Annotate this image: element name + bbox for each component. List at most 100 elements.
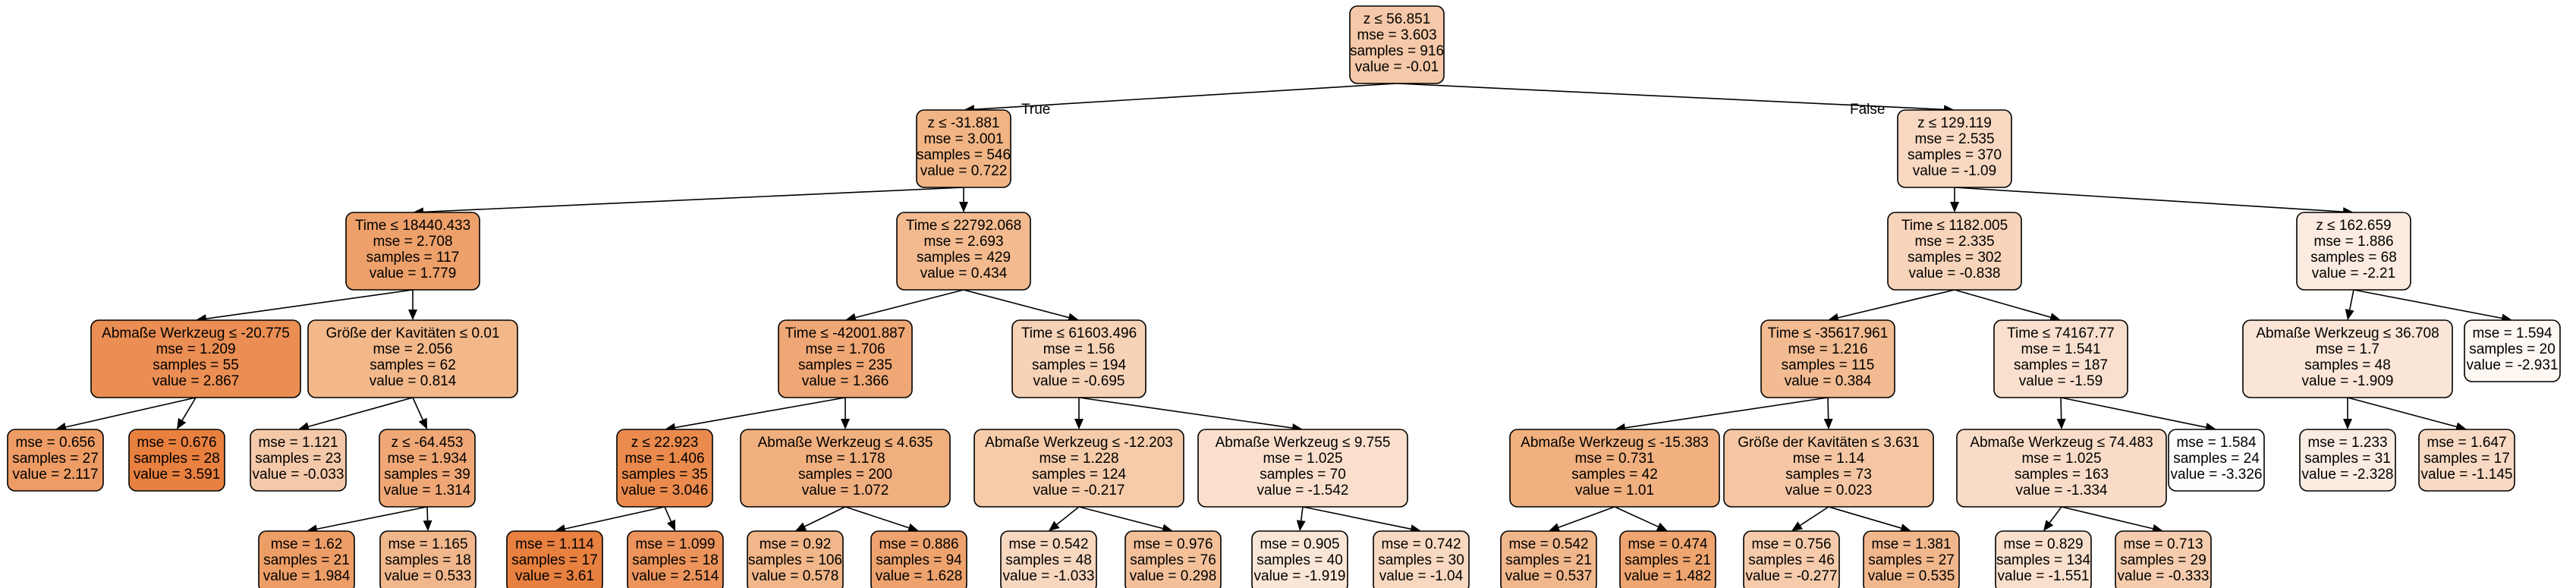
tree-node-text-line: samples = 21 xyxy=(263,552,350,568)
tree-node-text-line: samples = 27 xyxy=(1868,552,1955,568)
tree-edge xyxy=(2043,506,2062,531)
tree-node-text-line: mse = 1.406 xyxy=(624,451,704,467)
tree-node-box xyxy=(379,429,476,508)
tree-node-text-line: mse = 1.647 xyxy=(2427,435,2506,451)
tree-node-box xyxy=(1723,429,1934,508)
tree-edge xyxy=(1078,397,1303,432)
tree-edge xyxy=(1950,187,1959,212)
tree-node-text-line: Time ≤ 22792.068 xyxy=(906,218,1021,234)
tree-node-box xyxy=(345,212,480,291)
tree-edge-arrowhead xyxy=(1549,523,1561,532)
tree-edge-line xyxy=(2060,397,2206,428)
tree-edge-line xyxy=(2353,289,2502,319)
tree-node-text-line: value = -0.217 xyxy=(1033,483,1125,498)
tree-edge-line xyxy=(664,506,672,522)
tree-node-text-line: Abmaße Werkzeug ≤ 74.483 xyxy=(1970,435,2153,451)
tree-node-text-line: value = 2.117 xyxy=(12,467,98,483)
tree-node-text-line: Time ≤ 61603.496 xyxy=(1021,325,1137,341)
tree-node-text-line: value = -0.277 xyxy=(1746,568,1838,584)
tree-node-box xyxy=(1251,530,1348,588)
tree-node-text-line: samples = 62 xyxy=(370,357,456,373)
tree-node-text-line: value = 0.023 xyxy=(1785,483,1873,498)
tree-node-box xyxy=(627,530,724,588)
tree-node-text-line: Größe der Kavitäten ≤ 0.01 xyxy=(326,325,499,341)
tree-node-box xyxy=(916,109,1011,188)
tree-node-text-line: value = 0.578 xyxy=(752,568,839,584)
tree-edge xyxy=(1074,398,1084,429)
tree-node-text-line: samples = 106 xyxy=(748,552,842,568)
tree-edge-arrowhead xyxy=(418,417,427,429)
tree-node-text-line: samples = 28 xyxy=(134,451,220,467)
tree-edge-arrowhead xyxy=(298,422,310,432)
tree-node-text-line: mse = 1.209 xyxy=(156,341,235,357)
tree-node-text-line: value = -1.59 xyxy=(2019,373,2103,389)
tree-node-text-line: value = -1.919 xyxy=(1254,568,1346,584)
tree-node-text-line: mse = 1.099 xyxy=(635,536,715,552)
tree-node-text-line: mse = 0.676 xyxy=(137,435,216,451)
tree-edge xyxy=(55,397,197,432)
tree-edge xyxy=(2060,397,2216,432)
tree-node-text-line: mse = 0.542 xyxy=(1508,536,1588,552)
tree-edge-arrowhead xyxy=(907,523,919,533)
tree-edge xyxy=(298,397,414,432)
tree-node-text-line: mse = 0.474 xyxy=(1628,536,1708,552)
tree-edge-line xyxy=(2061,506,2153,530)
tree-node-text-line: mse = 0.829 xyxy=(2003,536,2083,552)
tree-node-text-line: value = 2.514 xyxy=(632,568,719,584)
tree-node-text-line: samples = 21 xyxy=(1625,552,1711,568)
tree-node-box xyxy=(1124,530,1222,588)
tree-node-text-line: samples = 40 xyxy=(1257,552,1343,568)
tree-node-text-line: value = -0.695 xyxy=(1033,373,1125,389)
tree-node-box xyxy=(2296,212,2411,291)
tree-node-text-line: samples = 55 xyxy=(153,357,239,373)
tree-node-box xyxy=(870,530,967,588)
tree-edge-line xyxy=(412,397,423,420)
tree-node-text-line: mse = 0.92 xyxy=(760,536,832,552)
tree-node-box xyxy=(778,319,913,398)
tree-node-text-line: value = 3.61 xyxy=(515,568,594,584)
tree-node-box xyxy=(1373,530,1470,588)
tree-node-text-line: samples = 76 xyxy=(1130,552,1216,568)
tree-edge-labels: True False xyxy=(1021,102,1885,118)
tree-node-box xyxy=(973,429,1184,508)
tree-node-text-line: mse = 1.114 xyxy=(515,536,594,552)
tree-node-text-line: samples = 23 xyxy=(255,451,341,467)
tree-node-text-line: value = 1.01 xyxy=(1575,483,1654,498)
tree-node-text-line: value = 0.535 xyxy=(1868,568,1955,584)
tree-edge xyxy=(423,506,432,531)
tree-node-text-line: mse = 1.025 xyxy=(2021,451,2101,467)
tree-node-box xyxy=(2464,319,2561,382)
tree-node-text-line: Abmaße Werkzeug ≤ -20.775 xyxy=(102,325,290,341)
tree-edge-line xyxy=(973,83,1398,110)
tree-node-box xyxy=(1887,212,2022,291)
tree-edge-arrowhead xyxy=(1950,202,1959,212)
tree-edge-line xyxy=(206,289,414,319)
tree-node-text-line: value = -3.326 xyxy=(2171,467,2263,483)
tree-edge xyxy=(1549,506,1615,532)
tree-edge-arrowhead xyxy=(1656,522,1668,531)
tree-edge xyxy=(963,289,1079,322)
tree-node-box xyxy=(1993,319,2128,398)
tree-node-text-line: mse = 2.708 xyxy=(373,234,452,250)
tree-node-text-line: mse = 1.934 xyxy=(387,451,467,467)
tree-edge-line xyxy=(316,506,428,530)
tree-node-text-line: samples = 68 xyxy=(2310,250,2397,266)
tree-node-text-line: value = 0.434 xyxy=(920,266,1008,281)
tree-node-text-line: z ≤ 129.119 xyxy=(1917,115,1992,131)
tree-node-text-line: value = -1.033 xyxy=(1003,568,1095,584)
tree-edge-arrowhead xyxy=(959,202,968,212)
tree-edge-line xyxy=(963,289,1069,319)
tree-edge xyxy=(1954,289,2061,322)
tree-node-box xyxy=(7,429,104,492)
